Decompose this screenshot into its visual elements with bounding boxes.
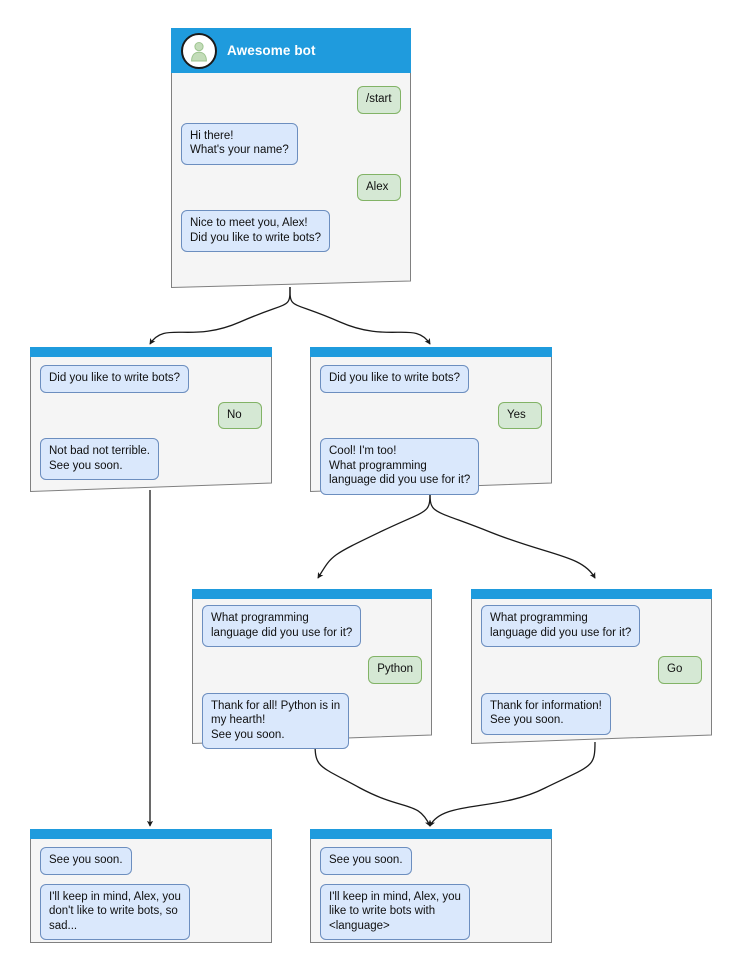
message-row: I'll keep in mind, Alex, you like to wri… <box>320 883 542 940</box>
bot-message-bubble[interactable]: What programming language did you use fo… <box>481 605 641 647</box>
user-message-bubble[interactable]: Alex <box>357 173 401 201</box>
card-content: Awesome bot /start Hi there! What's your… <box>171 28 411 288</box>
message-row: What programming language did you use fo… <box>202 605 422 647</box>
card-header-bar <box>30 347 272 357</box>
card-header-bar <box>310 829 552 839</box>
user-message-bubble[interactable]: No <box>218 401 262 429</box>
bot-message-bubble[interactable]: Did you like to write bots? <box>320 365 470 393</box>
user-message-bubble[interactable]: Go <box>658 656 702 684</box>
message-list: What programming language did you use fo… <box>471 597 712 744</box>
message-list: Did you like to write bots? No Not bad n… <box>30 357 272 489</box>
card-content: Did you like to write bots? Yes Cool! I'… <box>310 347 552 495</box>
message-row: See you soon. <box>40 847 262 875</box>
edge-root-to-yes <box>289 286 431 345</box>
bot-message-bubble[interactable]: See you soon. <box>320 847 412 875</box>
message-list: See you soon. I'll keep in mind, Alex, y… <box>310 839 552 949</box>
message-row: Nice to meet you, Alex! Did you like to … <box>181 210 401 252</box>
message-row: What programming language did you use fo… <box>481 605 702 647</box>
bot-message-bubble[interactable]: Not bad not terrible. See you soon. <box>40 438 160 480</box>
message-row: Did you like to write bots? <box>320 365 542 393</box>
bot-message-bubble[interactable]: What programming language did you use fo… <box>202 605 362 647</box>
chat-card-branch-python[interactable]: What programming language did you use fo… <box>192 589 432 749</box>
bot-message-bubble[interactable]: Thank for information! See you soon. <box>481 692 611 735</box>
edge-root-to-no <box>149 286 291 345</box>
chat-card-end-sad[interactable]: See you soon. I'll keep in mind, Alex, y… <box>30 829 272 943</box>
card-header-bar <box>471 589 712 599</box>
bot-message-bubble[interactable]: Hi there! What's your name? <box>181 122 298 165</box>
message-list: What programming language did you use fo… <box>192 597 432 758</box>
message-row: I'll keep in mind, Alex, you don't like … <box>40 883 262 940</box>
bot-message-bubble[interactable]: I'll keep in mind, Alex, you like to wri… <box>320 883 470 940</box>
card-content: What programming language did you use fo… <box>471 589 712 744</box>
user-message-bubble[interactable]: Yes <box>498 401 542 429</box>
card-content: See you soon. I'll keep in mind, Alex, y… <box>310 829 552 943</box>
card-content: What programming language did you use fo… <box>192 589 432 749</box>
message-row: Cool! I'm too! What programming language… <box>320 438 542 495</box>
bot-message-bubble[interactable]: See you soon. <box>40 847 132 875</box>
message-list: See you soon. I'll keep in mind, Alex, y… <box>30 839 272 949</box>
bot-message-bubble[interactable]: Cool! I'm too! What programming language… <box>320 438 480 495</box>
bot-message-bubble[interactable]: Did you like to write bots? <box>40 365 190 393</box>
message-row: Not bad not terrible. See you soon. <box>40 438 262 480</box>
bot-message-bubble[interactable]: Nice to meet you, Alex! Did you like to … <box>181 210 331 252</box>
edge-go-to-end-happy <box>429 741 596 827</box>
message-row: Thank for all! Python is in my hearth! S… <box>202 692 422 749</box>
message-list: /start Hi there! What's your name? Alex … <box>171 78 411 261</box>
card-header-bar <box>192 589 432 599</box>
card-header-bar <box>310 347 552 357</box>
message-row: See you soon. <box>320 847 542 875</box>
message-list: Did you like to write bots? Yes Cool! I'… <box>310 357 552 504</box>
message-row: Python <box>202 656 422 684</box>
card-content: Did you like to write bots? No Not bad n… <box>30 347 272 492</box>
message-row: Yes <box>320 401 542 429</box>
message-row: Hi there! What's your name? <box>181 122 401 165</box>
message-row: No <box>40 401 262 429</box>
card-title: Awesome bot <box>227 43 316 58</box>
message-row: Go <box>481 656 702 684</box>
user-message-bubble[interactable]: Python <box>368 656 422 684</box>
message-row: Thank for information! See you soon. <box>481 692 702 735</box>
person-avatar-icon <box>181 32 217 69</box>
card-content: See you soon. I'll keep in mind, Alex, y… <box>30 829 272 943</box>
message-row: Alex <box>181 173 401 201</box>
chat-card-branch-yes[interactable]: Did you like to write bots? Yes Cool! I'… <box>310 347 552 495</box>
message-row: /start <box>181 86 401 114</box>
user-message-bubble[interactable]: /start <box>357 86 401 114</box>
chat-card-root[interactable]: Awesome bot /start Hi there! What's your… <box>171 28 411 288</box>
chat-card-end-happy[interactable]: See you soon. I'll keep in mind, Alex, y… <box>310 829 552 943</box>
chat-card-branch-no[interactable]: Did you like to write bots? No Not bad n… <box>30 347 272 492</box>
bot-message-bubble[interactable]: Thank for all! Python is in my hearth! S… <box>202 692 350 749</box>
card-header-bar <box>30 829 272 839</box>
message-row: Did you like to write bots? <box>40 365 262 393</box>
bot-message-bubble[interactable]: I'll keep in mind, Alex, you don't like … <box>40 883 190 940</box>
chat-card-branch-go[interactable]: What programming language did you use fo… <box>471 589 712 744</box>
card-header-bar: Awesome bot <box>171 28 411 73</box>
